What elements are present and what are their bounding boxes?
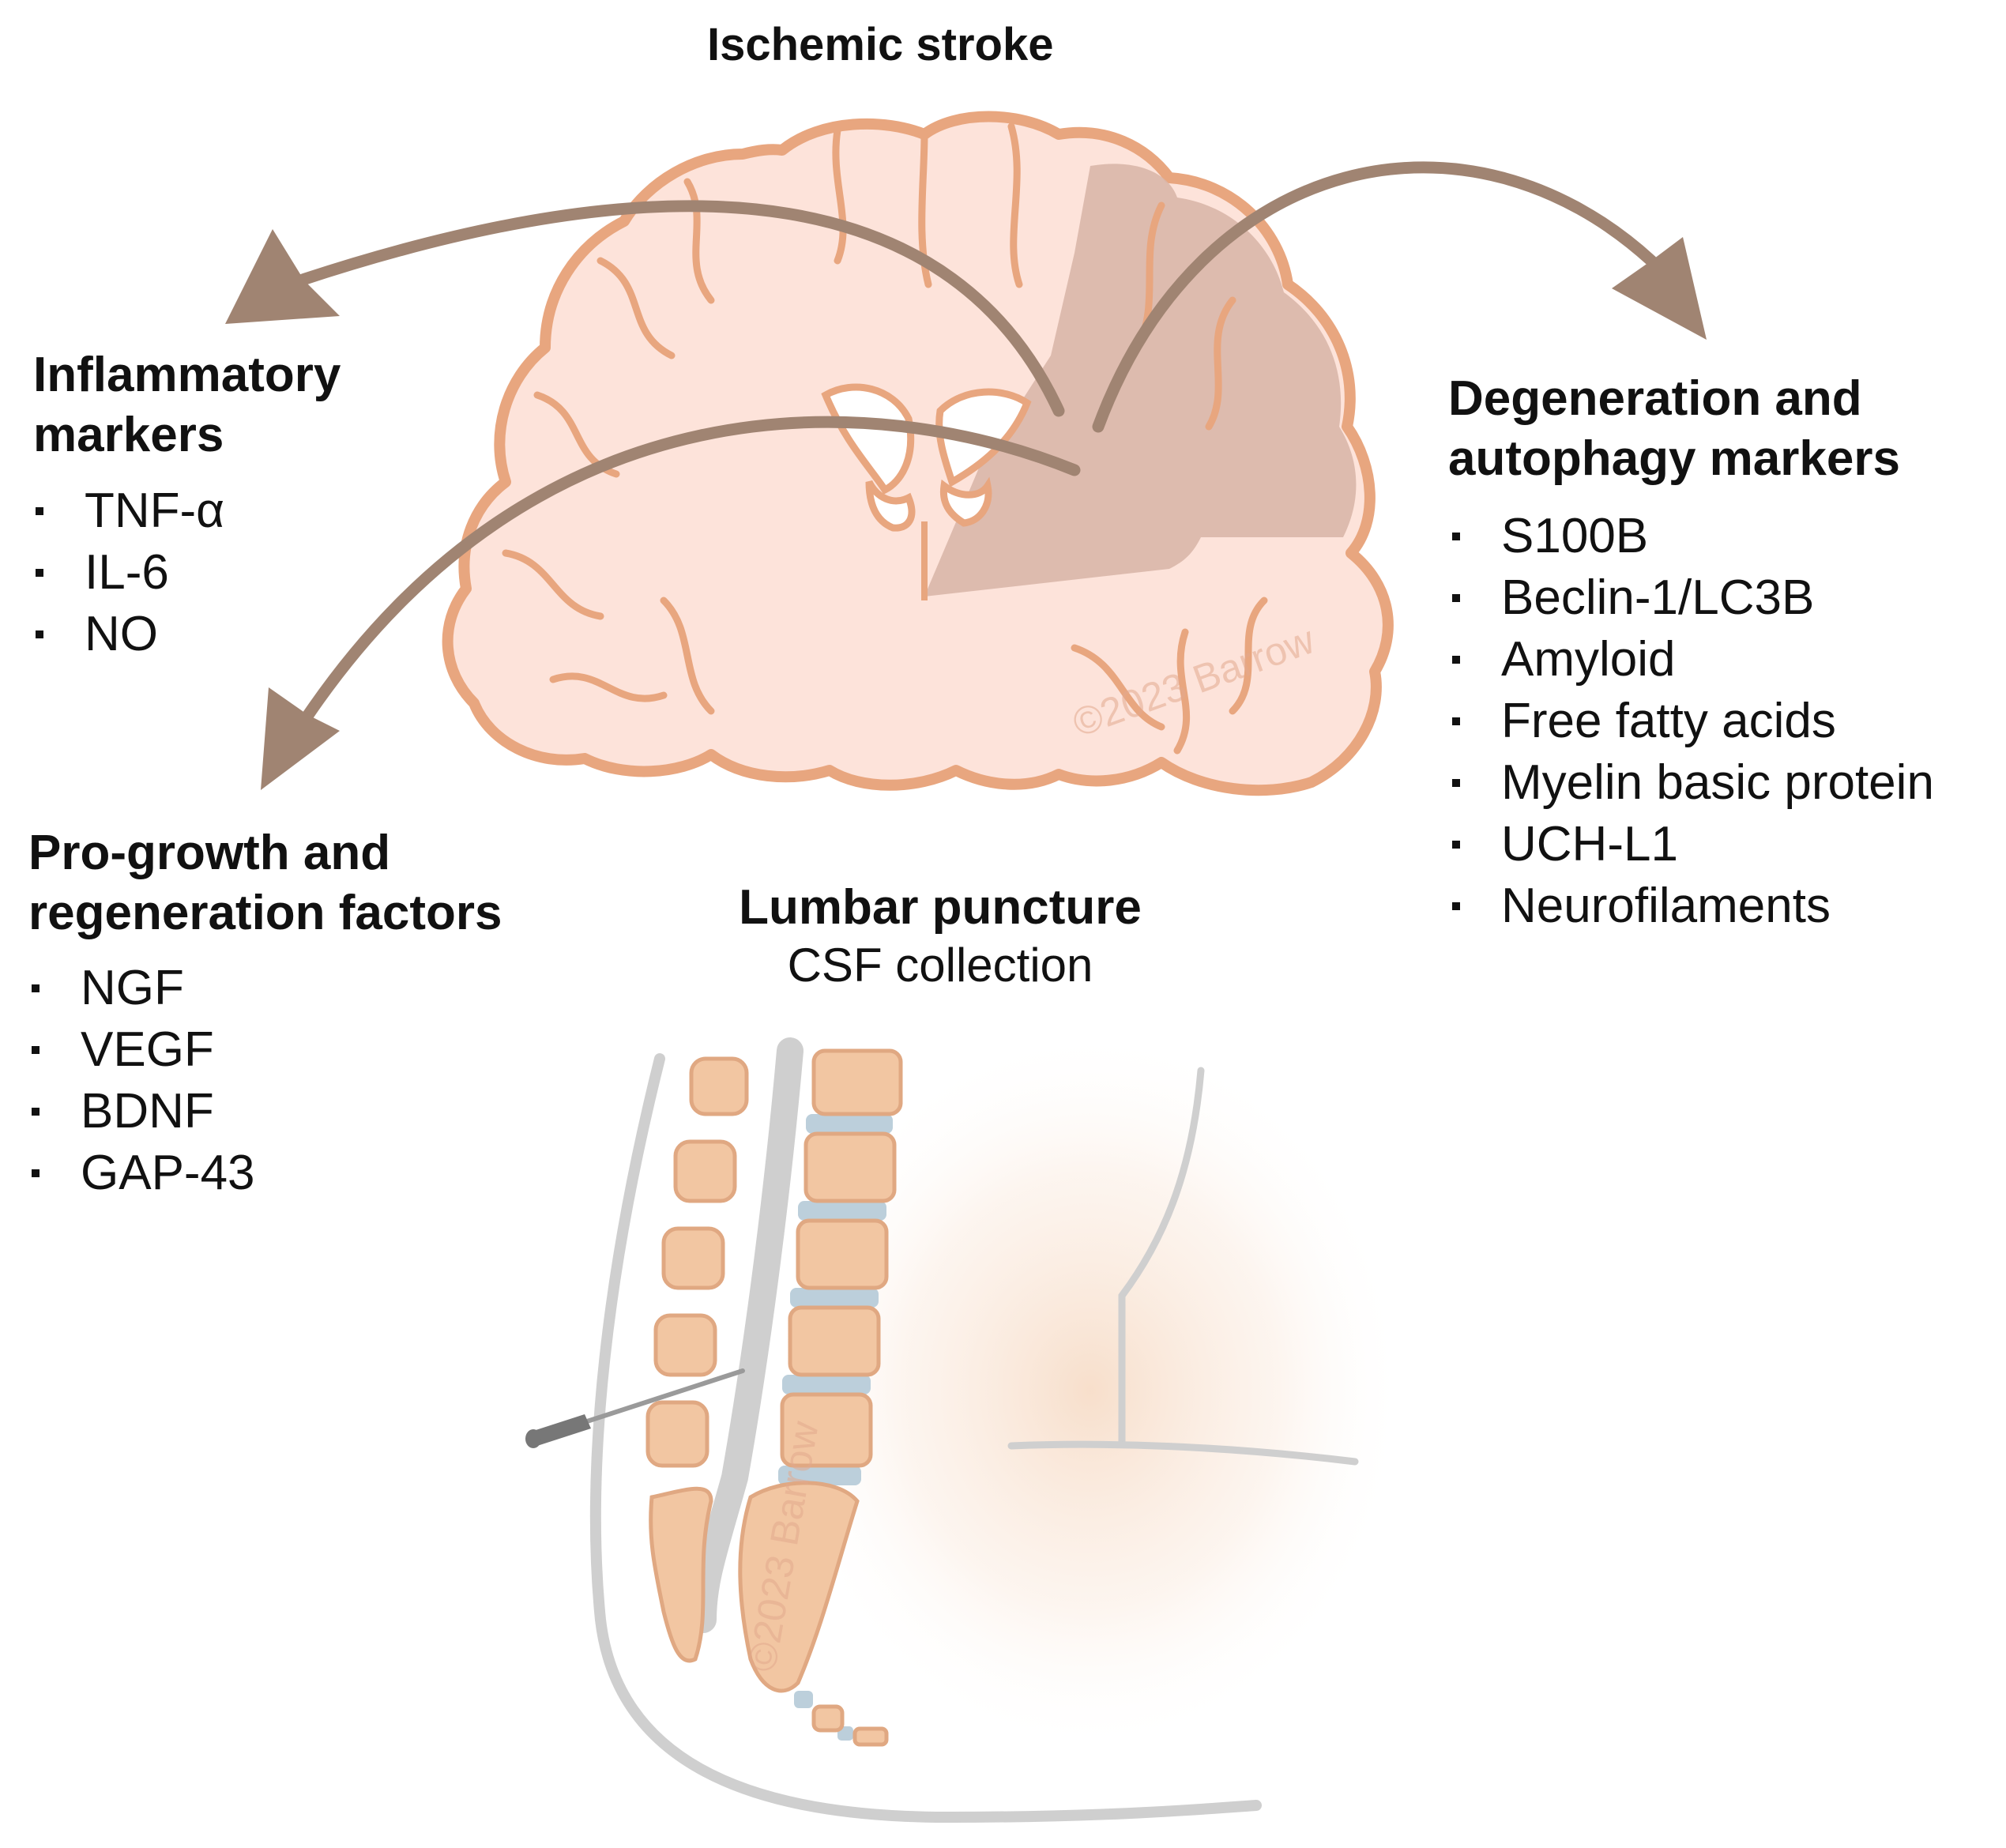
degeneration-marker-list: S100B Beclin-1/LC3B Amyloid Free fatty a…	[1452, 506, 1934, 937]
list-item: BDNF	[32, 1081, 255, 1142]
vertebral-bodies	[738, 1048, 903, 1747]
bullet-icon	[1452, 717, 1460, 725]
degeneration-heading: Degeneration and autophagy markers	[1448, 369, 1900, 488]
inflammatory-heading-line-2: markers	[33, 407, 224, 462]
list-item: NGF	[32, 958, 255, 1019]
arrow-to-degeneration	[1092, 161, 1658, 433]
abdomen-contour	[1118, 1067, 1205, 1446]
progrowth-heading-line-2: regeneration factors	[28, 885, 502, 940]
bullet-icon	[32, 1107, 40, 1116]
list-item: Free fatty acids	[1452, 691, 1934, 752]
bullet-icon	[36, 568, 43, 577]
degeneration-heading-line-1: Degeneration and	[1448, 371, 1862, 426]
list-item: Neurofilaments	[1452, 875, 1934, 937]
brain-ventricles	[821, 383, 1032, 532]
progrowth-heading-line-1: Pro-growth and	[28, 826, 391, 880]
list-item: Myelin basic protein	[1452, 752, 1934, 814]
arrow-to-inflammatory	[294, 200, 1065, 417]
bullet-icon	[1452, 901, 1460, 910]
puncture-needle	[525, 1368, 745, 1448]
bullet-icon	[32, 1169, 40, 1177]
back-contour	[589, 1053, 1262, 1824]
bullet-icon	[1452, 532, 1460, 540]
inflammatory-heading-line-1: Inflammatory	[33, 348, 341, 402]
bullet-icon	[32, 984, 40, 992]
bullet-icon	[36, 630, 43, 638]
intervertebral-discs	[778, 1114, 893, 1741]
arrows	[225, 161, 1707, 790]
progrowth-factor-list: NGF VEGF BDNF GAP-43	[32, 958, 255, 1204]
spinal-canal	[690, 1037, 804, 1633]
brain-coronal-section	[442, 111, 1394, 796]
list-item: IL-6	[36, 542, 224, 604]
inflammatory-marker-list: TNF-α IL-6 NO	[36, 480, 224, 665]
arrow-to-progrowth	[302, 416, 1081, 721]
bullet-icon	[36, 506, 43, 515]
arrowhead-inflammatory	[225, 229, 340, 324]
list-item: Amyloid	[1452, 629, 1934, 691]
procedure-title: Lumbar puncture	[739, 880, 1142, 935]
arrowhead-degeneration	[1612, 237, 1707, 340]
progrowth-heading: Pro-growth and regeneration factors	[28, 823, 502, 943]
inflammatory-heading: Inflammatory markers	[33, 345, 341, 465]
puncture-glow	[774, 1027, 1406, 1754]
list-item: Beclin-1/LC3B	[1452, 567, 1934, 629]
bullet-icon	[32, 1045, 40, 1054]
list-item: VEGF	[32, 1019, 255, 1081]
infarct-region	[924, 164, 1357, 597]
procedure-label: Lumbar puncture CSF collection	[695, 879, 1185, 994]
list-item: NO	[36, 604, 224, 665]
list-item: GAP-43	[32, 1142, 255, 1204]
bullet-icon	[1452, 840, 1460, 849]
list-item: UCH-L1	[1452, 814, 1934, 875]
lumbar-spine-illustration	[525, 1027, 1406, 1824]
spinous-processes	[645, 1056, 749, 1663]
list-item: S100B	[1452, 506, 1934, 567]
procedure-subtitle: CSF collection	[787, 939, 1093, 992]
list-item: TNF-α	[36, 480, 224, 542]
thigh-contour	[1007, 1440, 1359, 1466]
bullet-icon	[1452, 655, 1460, 664]
bullet-icon	[1452, 593, 1460, 602]
page-title: Ischemic stroke	[707, 19, 1054, 70]
bullet-icon	[1452, 778, 1460, 787]
arrowhead-progrowth	[261, 687, 340, 790]
degeneration-heading-line-2: autophagy markers	[1448, 431, 1900, 486]
